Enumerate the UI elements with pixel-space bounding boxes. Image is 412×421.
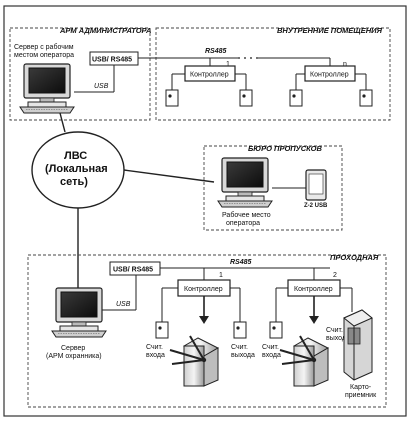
server-guard-label-2: (АРМ охранника) [46,353,102,360]
zone-internal-title: ВНУТРЕННИЕ ПОМЕЩЕНИЯ [277,26,383,35]
lan-label-2: (Локальная [45,163,108,175]
zone-bureau [203,145,343,231]
controller-n-label: Контроллер [310,72,349,79]
workstation-label-2: оператора [226,220,260,227]
exit-reader-label-2: выхода [231,352,255,359]
exit-reader-label-1: Счит. [231,344,248,351]
guard-computer-icon [51,287,107,338]
entry-reader-label-1: Счит. [146,344,163,351]
exit-reader-icon [233,321,247,339]
zone-internal [155,27,391,121]
outer-frame [3,5,407,417]
exit-reader-b-label-2: выхода [326,335,350,342]
port-n-label: n [343,61,347,68]
lan-label-1: ЛВС [64,150,87,162]
zone-checkpoint-title: ПРОХОДНАЯ [330,253,379,262]
lan-label-3: сеть) [60,176,88,188]
reader-icon [165,89,179,107]
entry-reader-label-2: входа [146,352,165,359]
reader-icon [239,89,253,107]
reader-icon [289,89,303,107]
entry-reader-icon [269,321,283,339]
card-collector-icon [343,309,373,381]
turnstile-icon [169,335,219,387]
reader-icon [359,89,373,107]
usb-bottom-label: USB [116,301,131,308]
bureau-computer-icon [217,157,273,208]
card-collector-label-1: Карто- [350,384,372,391]
port-b-label: 2 [333,272,337,279]
port-1-label: 1 [226,61,230,68]
ctrl-b-label: Контроллер [294,286,333,293]
card-collector-label-2: приемник [345,392,377,399]
lan-link-admin [59,112,66,133]
usb-top-label: USB [94,83,109,90]
rs485-top-label: RS485 [205,48,227,55]
z2usb-label: Z-2 USB [304,203,328,209]
controller-1-label: Контроллер [190,72,229,79]
usb-rs485-top-label: USB/ RS485 [92,57,132,64]
admin-computer-icon [19,63,75,114]
port-a-label: 1 [219,272,223,279]
exit-reader-b-label-1: Счит. [326,327,343,334]
server-operator-label-1: Сервер с рабочим [14,43,74,51]
zone-arm-title: АРМ АДМИНИСТРАТОРА [59,26,151,35]
entry-reader-b-label-2: входа [262,352,281,359]
server-operator-label-2: местом оператора [14,52,74,59]
zone-bureau-title: БЮРО ПРОПУСКОВ [248,144,323,153]
usb-rs485-bottom-label: USB/ RS485 [113,267,153,274]
rs485-bottom-label: RS485 [230,259,252,266]
ctrl-a-label: Контроллер [184,286,223,293]
zone-arm [9,27,151,121]
entry-reader-icon [155,321,169,339]
entry-reader-b-label-1: Счит. [262,344,279,351]
turnstile-icon [279,335,329,387]
workstation-label-1: Рабочее место [222,211,271,219]
lan-link-bureau [123,169,215,183]
server-guard-label-1: Сервер [61,345,85,352]
